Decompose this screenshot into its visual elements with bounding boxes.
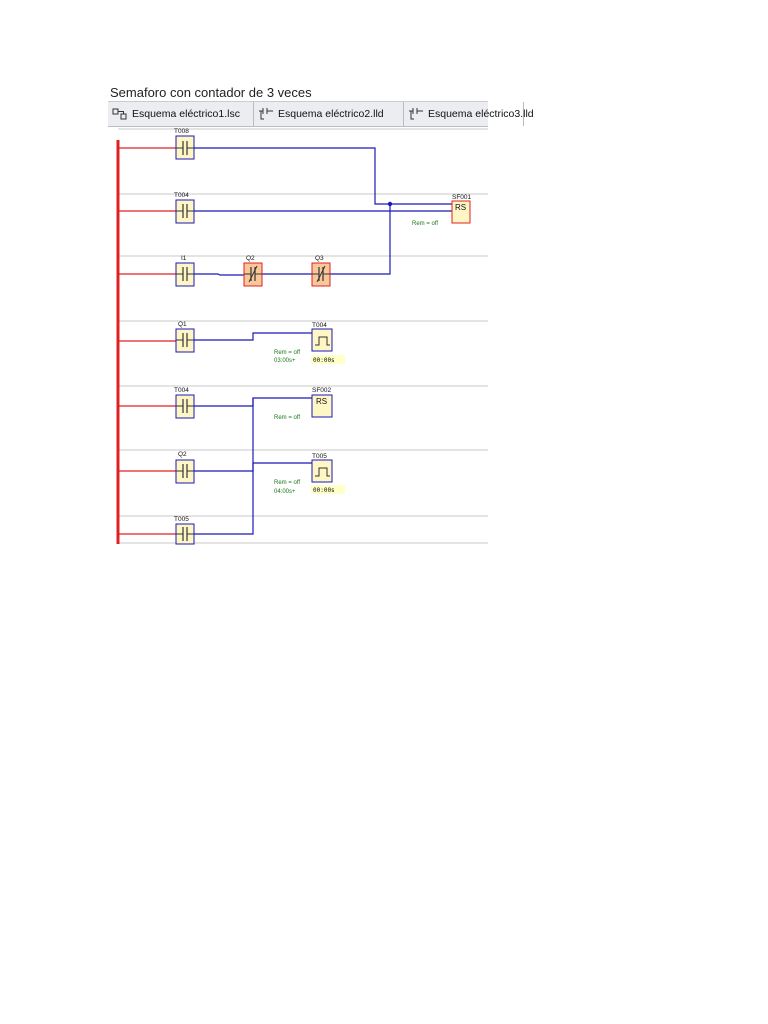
pulse-icon: [315, 467, 330, 477]
contact-q2-negated[interactable]: Q2: [243, 255, 263, 287]
retentive-param: Rem = off: [412, 221, 438, 227]
contact-q3-negated[interactable]: Q3: [311, 255, 331, 287]
current-time: 00:00s: [313, 357, 335, 364]
contact-q2[interactable]: Q2: [175, 451, 195, 484]
retentive-param: Rem = off: [274, 350, 300, 356]
contact-t004-rung5[interactable]: T004: [174, 387, 195, 419]
tab-esquema-electrico1[interactable]: Esquema eléctrico1.lsc: [108, 102, 254, 126]
current-time: 00:00s: [313, 487, 335, 494]
contact-t008[interactable]: T008: [174, 128, 195, 160]
tab-esquema-electrico2[interactable]: Esquema eléctrico2.lld: [254, 102, 404, 126]
rung-dividers: [118, 128, 488, 544]
contact-label: T004: [174, 192, 189, 199]
timer-block-t004[interactable]: T004 Rem = off 03:00s+ 00:00s: [274, 322, 345, 364]
contact-label: Q1: [178, 321, 187, 328]
contact-label: Q3: [315, 255, 324, 262]
rs-text: RS: [316, 397, 327, 406]
contact-q1[interactable]: Q1: [175, 321, 195, 353]
block-label: T005: [312, 453, 327, 460]
contact-i1[interactable]: I1: [175, 255, 195, 287]
tab-label: Esquema eléctrico2.lld: [278, 108, 384, 120]
ladder-contact-icon: [409, 108, 423, 120]
contact-t005[interactable]: T005: [174, 516, 195, 545]
wires: [194, 147, 452, 535]
page-title: Semaforo con contador de 3 veces: [110, 85, 312, 100]
tab-label: Esquema eléctrico3.lld: [428, 108, 534, 120]
ladder-diagram-canvas[interactable]: T008 T004 I1 Q2 Q3: [108, 126, 488, 546]
contact-label: Q2: [246, 255, 255, 262]
power-stubs: [118, 147, 176, 535]
block-label: T004: [312, 322, 327, 329]
ladder-contact-icon: [259, 108, 273, 120]
function-block-icon: [112, 108, 127, 120]
junction-node: [387, 201, 393, 207]
tab-esquema-electrico3[interactable]: Esquema eléctrico3.lld: [404, 102, 534, 126]
rs-block-sf002[interactable]: SF002 RS Rem = off: [274, 387, 333, 421]
pulse-icon: [315, 336, 330, 346]
tab-label: Esquema eléctrico1.lsc: [132, 108, 240, 120]
block-label: SF002: [312, 387, 332, 394]
contact-t004[interactable]: T004: [174, 192, 195, 224]
contact-label: Q2: [178, 451, 187, 458]
contact-label: T008: [174, 128, 189, 135]
block-label: SF001: [452, 194, 472, 201]
retentive-param: Rem = off: [274, 480, 300, 486]
preset-time: 03:00s+: [274, 358, 296, 364]
rs-block-sf001[interactable]: SF001 RS Rem = off: [412, 194, 472, 227]
timer-block-t005[interactable]: T005 Rem = off 04:00s+ 00:00s: [274, 453, 345, 495]
preset-time: 04:00s+: [274, 489, 296, 495]
contact-label: T005: [174, 516, 189, 523]
tab-bar: Esquema eléctrico1.lsc Esquema eléctrico…: [108, 101, 534, 127]
contact-label: T004: [174, 387, 189, 394]
retentive-param: Rem = off: [274, 415, 300, 421]
contact-label: I1: [181, 255, 187, 262]
rs-text: RS: [455, 203, 466, 212]
